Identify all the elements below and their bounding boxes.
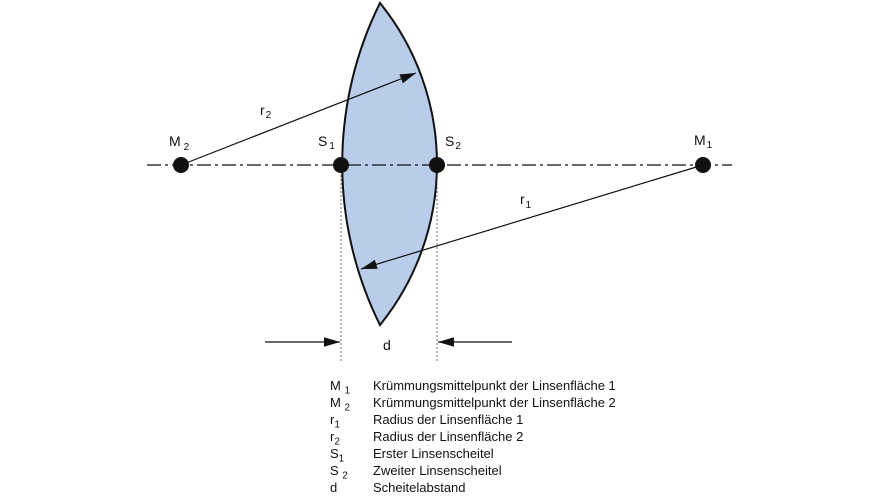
legend-symbol: d	[330, 480, 338, 495]
point-m1	[695, 157, 711, 173]
label-s2: S2	[445, 133, 461, 152]
legend-symbol: M 1	[330, 378, 351, 397]
legend-item: d Scheitelabstand	[330, 479, 616, 496]
radius-r1-arrow	[360, 164, 704, 270]
point-s1	[333, 157, 349, 173]
legend-item: r1 Radius der Linsenfläche 1	[330, 411, 616, 431]
legend-item: r2 Radius der Linsenfläche 2	[330, 428, 616, 448]
legend-text: Zweiter Linsenscheitel	[373, 463, 502, 478]
lens	[341, 1, 438, 327]
legend-text: Scheitelabstand	[373, 480, 466, 495]
legend-symbol: S1	[330, 446, 345, 465]
legend-symbol: r2	[330, 429, 340, 448]
point-m2	[173, 157, 189, 173]
legend-text: Erster Linsenscheitel	[373, 446, 494, 461]
legend-text: Krümmungsmittelpunkt der Linsenfläche 2	[373, 395, 616, 410]
point-s2	[429, 157, 445, 173]
label-d: d	[383, 337, 391, 353]
legend-item: M 1 Krümmungsmittelpunkt der Linsenfläche…	[330, 377, 616, 397]
legend-text: Krümmungsmittelpunkt der Linsenfläche 1	[373, 378, 616, 393]
legend-item: M 2 Krümmungsmittelpunkt der Linsenfläche…	[330, 394, 616, 414]
legend-text: Radius der Linsenfläche 1	[373, 412, 524, 427]
label-r2: r2	[260, 102, 272, 121]
legend-symbol: S 2	[330, 463, 348, 482]
label-m1: M1	[694, 132, 713, 151]
legend-symbol: r1	[330, 412, 340, 431]
legend-symbol: M 2	[330, 395, 351, 414]
legend-item: S 2 Zweiter Linsenscheitel	[330, 462, 616, 482]
legend-item: S1 Erster Linsenscheitel	[330, 445, 616, 465]
radius-r2-arrow	[180, 72, 417, 166]
legend: M 1 Krümmungsmittelpunkt der Linsenfläche…	[330, 377, 616, 496]
legend-text: Radius der Linsenfläche 2	[373, 429, 524, 444]
label-r1: r1	[520, 191, 532, 211]
